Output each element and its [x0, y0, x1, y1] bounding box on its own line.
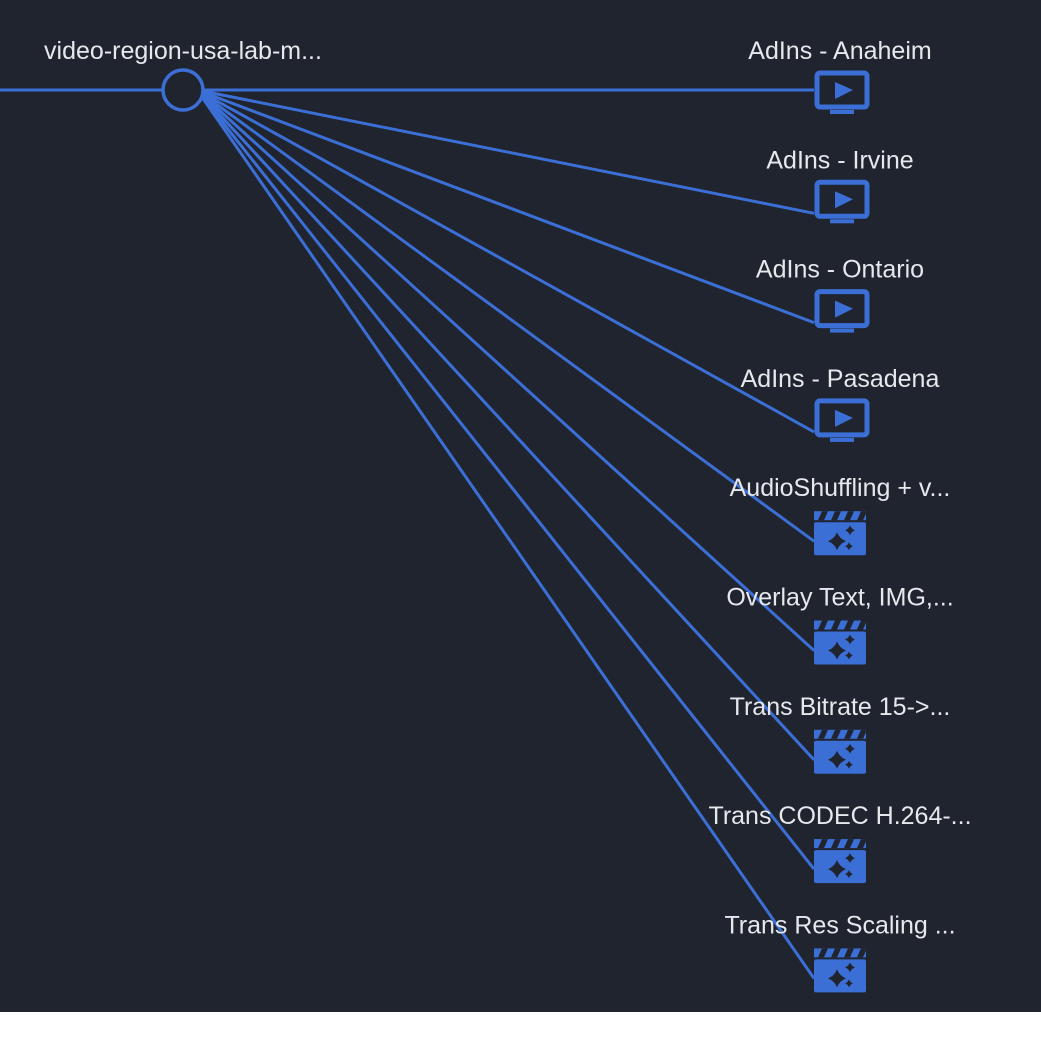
target-node-label: Overlay Text, IMG,...: [726, 584, 953, 612]
source-node-label: video-region-usa-lab-m...: [44, 37, 322, 65]
play-screen-icon: [814, 70, 870, 114]
clapper-stripe: [831, 511, 841, 521]
sparkle: [828, 969, 846, 988]
sparkle: [845, 743, 855, 754]
target-node-label: AdIns - Pasadena: [741, 365, 940, 393]
target-node-label: AdIns - Anaheim: [748, 37, 931, 65]
source-node[interactable]: video-region-usa-lab-m...: [44, 37, 322, 112]
sparkle: [845, 870, 853, 879]
edge-4[interactable]: [196, 88, 815, 434]
clapper-stripe: [831, 948, 841, 958]
target-node-7[interactable]: Trans Bitrate 15->...: [730, 693, 951, 774]
target-node-3[interactable]: AdIns - Ontario: [756, 256, 924, 333]
edge-5[interactable]: [196, 88, 815, 543]
clapper-stripe: [857, 620, 867, 630]
movie-magic-icon: [814, 729, 867, 774]
edge-6[interactable]: [195, 88, 816, 652]
clapper-stripe: [844, 948, 854, 958]
edge-8[interactable]: [195, 89, 816, 871]
play-screen-icon: [814, 179, 870, 224]
sparkle: [845, 853, 855, 864]
sparkle: [845, 760, 853, 769]
edge-2[interactable]: [196, 88, 815, 215]
clapper-stripe: [818, 948, 828, 958]
clapper-stripe: [857, 511, 867, 521]
clapper-stripe: [857, 948, 867, 958]
movie-magic-icon: [814, 511, 867, 556]
play-triangle: [835, 409, 853, 427]
target-node-label: Trans Res Scaling ...: [724, 911, 955, 939]
movie-magic-icon: [814, 839, 867, 884]
target-node-1[interactable]: AdIns - Anaheim: [748, 37, 932, 114]
clapper-top: [814, 620, 866, 630]
sparkle: [828, 532, 846, 551]
screen-stand: [830, 219, 854, 224]
movie-magic-icon: [814, 620, 867, 665]
topology-graph[interactable]: video-region-usa-lab-m... AdIns - Anahei…: [0, 0, 1041, 1012]
target-node-label: Trans Bitrate 15->...: [730, 693, 951, 721]
screen-frame: [814, 179, 870, 219]
topology-canvas[interactable]: video-region-usa-lab-m... AdIns - Anahei…: [0, 0, 1041, 1012]
target-node-9[interactable]: Trans Res Scaling ...: [724, 911, 956, 993]
target-node-label: AdIns - Irvine: [766, 146, 913, 174]
clapper-stripe: [818, 511, 828, 521]
clapper-stripe: [818, 729, 828, 739]
clapper-stripe: [844, 729, 854, 739]
target-node-label: AudioShuffling + v...: [730, 474, 951, 502]
source-node-circle[interactable]: [161, 68, 205, 112]
clapper-top: [814, 948, 866, 958]
target-node-2[interactable]: AdIns - Irvine: [766, 146, 914, 224]
target-node-5[interactable]: AudioShuffling + v...: [730, 474, 951, 556]
play-triangle: [835, 300, 853, 318]
target-node-4[interactable]: AdIns - Pasadena: [741, 365, 940, 442]
screen-stand: [830, 328, 854, 333]
sparkle: [845, 525, 855, 536]
sparkle: [845, 979, 853, 988]
sparkle: [845, 542, 853, 551]
movie-magic-icon: [814, 948, 867, 993]
clapper-top: [814, 511, 866, 521]
play-triangle: [835, 82, 853, 99]
clapper-stripe: [818, 620, 828, 630]
screen-frame: [814, 289, 870, 329]
sparkle: [828, 641, 846, 660]
clapper-stripe: [857, 839, 867, 849]
screen-frame: [814, 398, 870, 438]
clapper-stripe: [831, 729, 841, 739]
clapper-stripe: [831, 839, 841, 849]
screen-stand: [830, 437, 854, 442]
play-screen-icon: [814, 398, 870, 442]
screen-stand: [830, 110, 854, 114]
sparkle: [828, 860, 846, 879]
sparkle: [828, 750, 846, 769]
edge-7[interactable]: [195, 88, 816, 761]
edge-3[interactable]: [196, 88, 815, 325]
clapper-stripe: [844, 620, 854, 630]
target-node-6[interactable]: Overlay Text, IMG,...: [726, 584, 954, 665]
target-node-label: AdIns - Ontario: [756, 256, 924, 284]
edges-layer: [0, 88, 816, 980]
target-node-label: Trans CODEC H.264-...: [708, 802, 971, 830]
clapper-top: [814, 729, 866, 739]
sparkle: [845, 634, 855, 645]
clapper-stripe: [844, 839, 854, 849]
screen-frame: [814, 70, 870, 110]
clapper-stripe: [844, 511, 854, 521]
target-node-8[interactable]: Trans CODEC H.264-...: [708, 802, 972, 884]
sparkle: [845, 962, 855, 973]
play-triangle: [835, 191, 853, 209]
edge-9[interactable]: [195, 89, 816, 980]
play-screen-icon: [814, 289, 870, 333]
clapper-stripe: [857, 729, 867, 739]
clapper-stripe: [831, 620, 841, 630]
sparkle: [845, 651, 853, 660]
clapper-stripe: [818, 839, 828, 849]
clapper-top: [814, 839, 866, 849]
